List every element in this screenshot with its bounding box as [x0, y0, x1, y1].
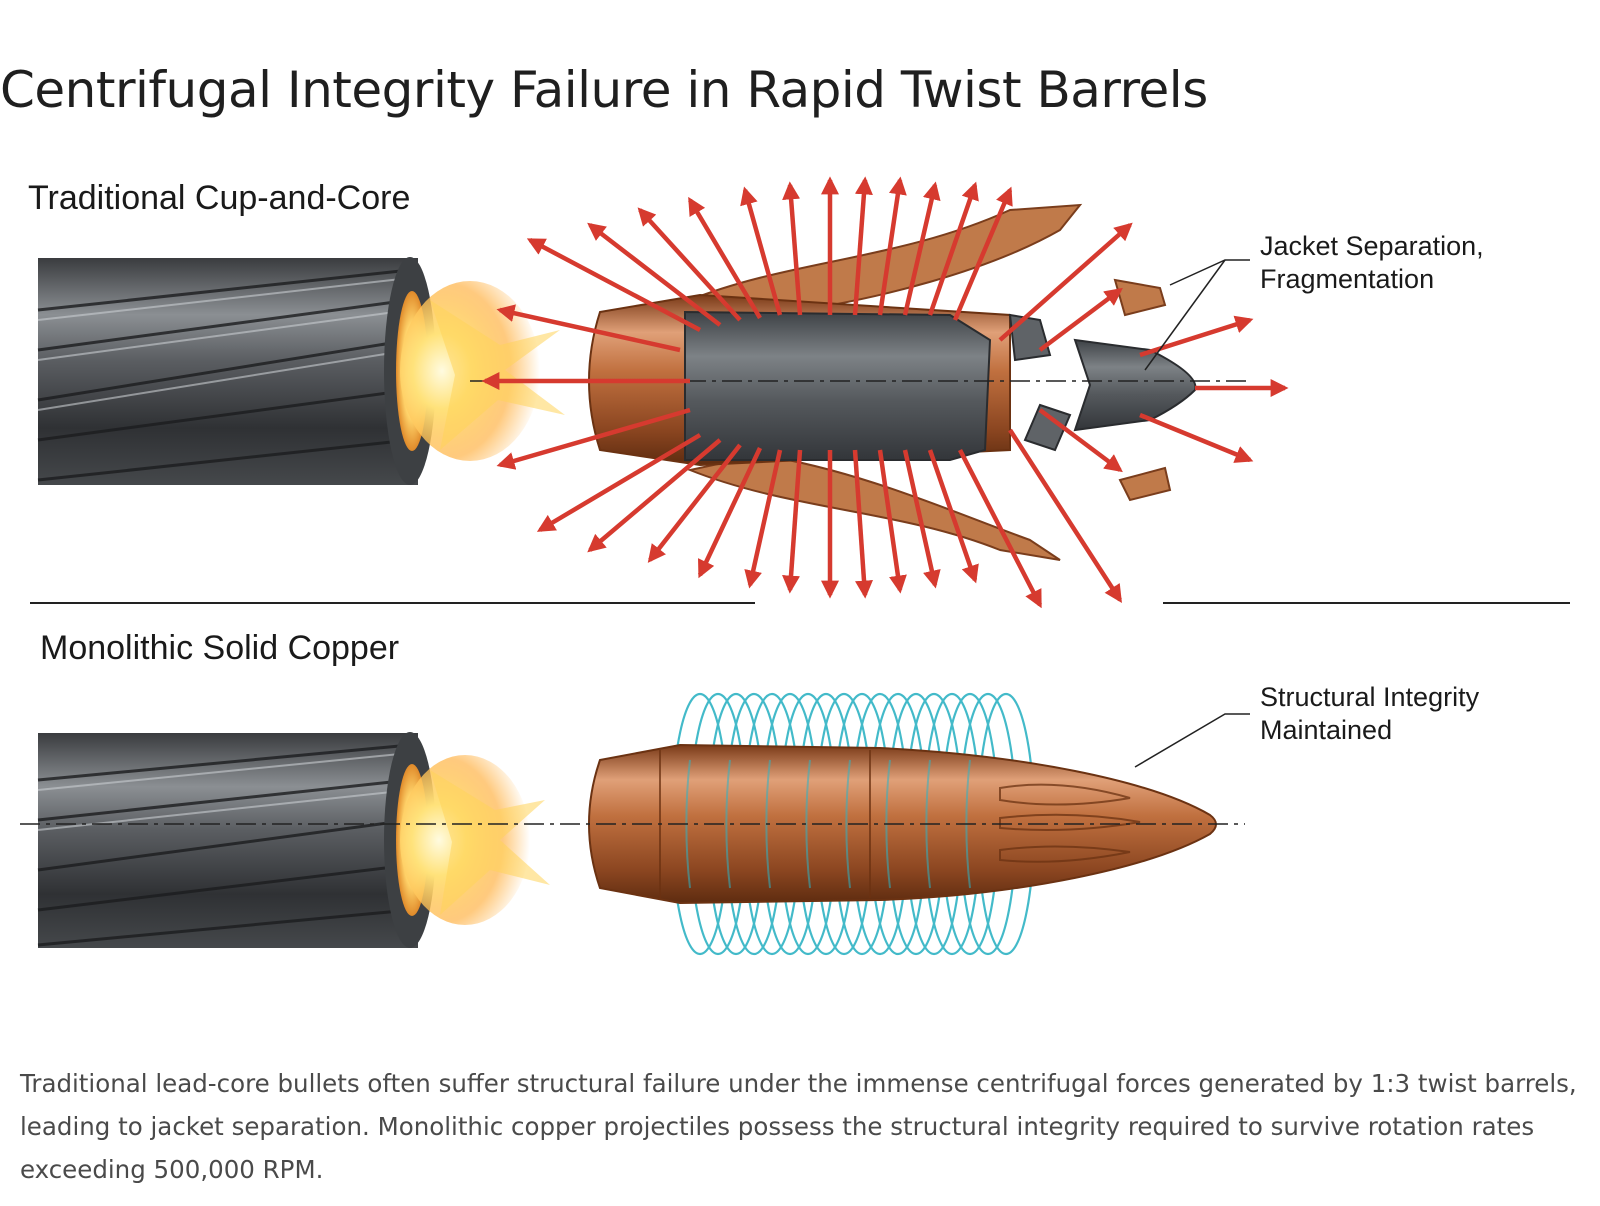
bottom-panel-heading: Monolithic Solid Copper [40, 629, 399, 667]
callout-top-line2: Fragmentation [1260, 264, 1434, 294]
diagram-svg: Traditional Cup-and-Core [20, 176, 1570, 956]
jacket-petals [686, 203, 1083, 561]
diagram-figure: Traditional Cup-and-Core [0, 150, 1600, 1020]
figure-caption: Traditional lead-core bullets often suff… [20, 1069, 1577, 1184]
top-panel-heading: Traditional Cup-and-Core [28, 179, 410, 217]
callout-bottom-line1: Structural Integrity [1260, 682, 1480, 712]
lead-core [684, 310, 992, 461]
rifled-barrel-top [37, 257, 436, 485]
callout-jacket-separation: Jacket Separation, Fragmentation [1144, 231, 1484, 371]
force-arrows [481, 176, 1289, 609]
callout-structural-integrity: Structural Integrity Maintained [1134, 682, 1480, 768]
muzzle-flash-bottom [400, 755, 550, 925]
muzzle-flash-top [400, 281, 565, 461]
callout-bottom-line2: Maintained [1260, 715, 1392, 745]
callout-top-line1: Jacket Separation, [1260, 231, 1484, 261]
rifled-barrel-bottom [37, 732, 436, 948]
bottom-panel: Monolithic Solid Copper [20, 629, 1480, 956]
nose-fragments [1008, 278, 1197, 502]
page-title: Centrifugal Integrity Failure in Rapid T… [0, 61, 1208, 119]
top-panel: Traditional Cup-and-Core [28, 176, 1484, 609]
